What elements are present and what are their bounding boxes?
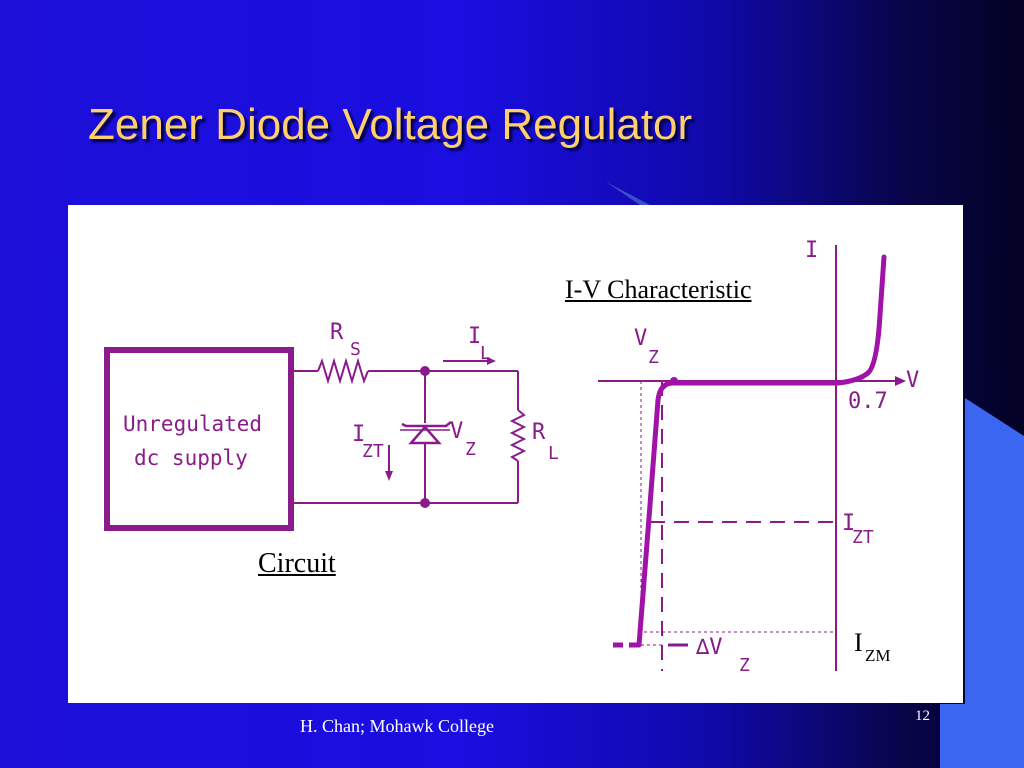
il-label: I bbox=[468, 324, 481, 349]
rs-label: R bbox=[330, 320, 344, 345]
diagram-panel: Unregulated dc supply bbox=[68, 205, 963, 703]
rs-subscript: S bbox=[350, 339, 361, 360]
izt-label: I bbox=[352, 422, 365, 447]
zener-curve bbox=[636, 254, 887, 648]
vz-top-label: V bbox=[634, 326, 647, 351]
delta-vz-label: ∆V bbox=[695, 635, 723, 660]
vz-top-subscript: Z bbox=[648, 347, 659, 368]
vz-label: V bbox=[450, 419, 463, 444]
page-number: 12 bbox=[915, 708, 930, 724]
supply-label-line1: Unregulated bbox=[123, 412, 262, 436]
knee-dot bbox=[670, 377, 678, 385]
guide-lines bbox=[650, 381, 834, 671]
supply-box bbox=[104, 347, 294, 531]
zener-diagram: Unregulated dc supply bbox=[104, 238, 919, 676]
circuit-wires bbox=[294, 357, 527, 504]
junction-node-bottom bbox=[420, 498, 430, 508]
iv-characteristic-caption: I-V Characteristic bbox=[565, 275, 752, 304]
vz-subscript: Z bbox=[465, 439, 476, 460]
circuit-diagram: Unregulated dc supply bbox=[104, 320, 559, 531]
delta-vz-subscript: Z bbox=[739, 655, 750, 676]
iv-characteristic: I V V Z 0.7 I ZT ∆V Z I ZM bbox=[598, 238, 919, 676]
rl-label: R bbox=[532, 420, 546, 445]
izt-level-label: I bbox=[842, 511, 855, 536]
il-subscript: L bbox=[480, 343, 491, 364]
izm-subscript: ZM bbox=[865, 646, 891, 665]
supply-label-line2: dc supply bbox=[134, 446, 248, 470]
forward-voltage-label: 0.7 bbox=[848, 389, 888, 414]
junction-node-top bbox=[420, 366, 430, 376]
circuit-caption: Circuit bbox=[258, 548, 336, 579]
izm-label: I bbox=[854, 628, 863, 657]
rl-subscript: L bbox=[548, 443, 559, 464]
zener-diode-symbol bbox=[401, 421, 452, 445]
izt-subscript: ZT bbox=[362, 441, 384, 462]
i-axis-label: I bbox=[805, 238, 818, 263]
izt-level-subscript: ZT bbox=[852, 527, 874, 548]
slide-title: Zener Diode Voltage Regulator bbox=[88, 100, 693, 149]
v-axis-label: V bbox=[906, 368, 919, 393]
footer-author: H. Chan; Mohawk College bbox=[300, 716, 494, 736]
